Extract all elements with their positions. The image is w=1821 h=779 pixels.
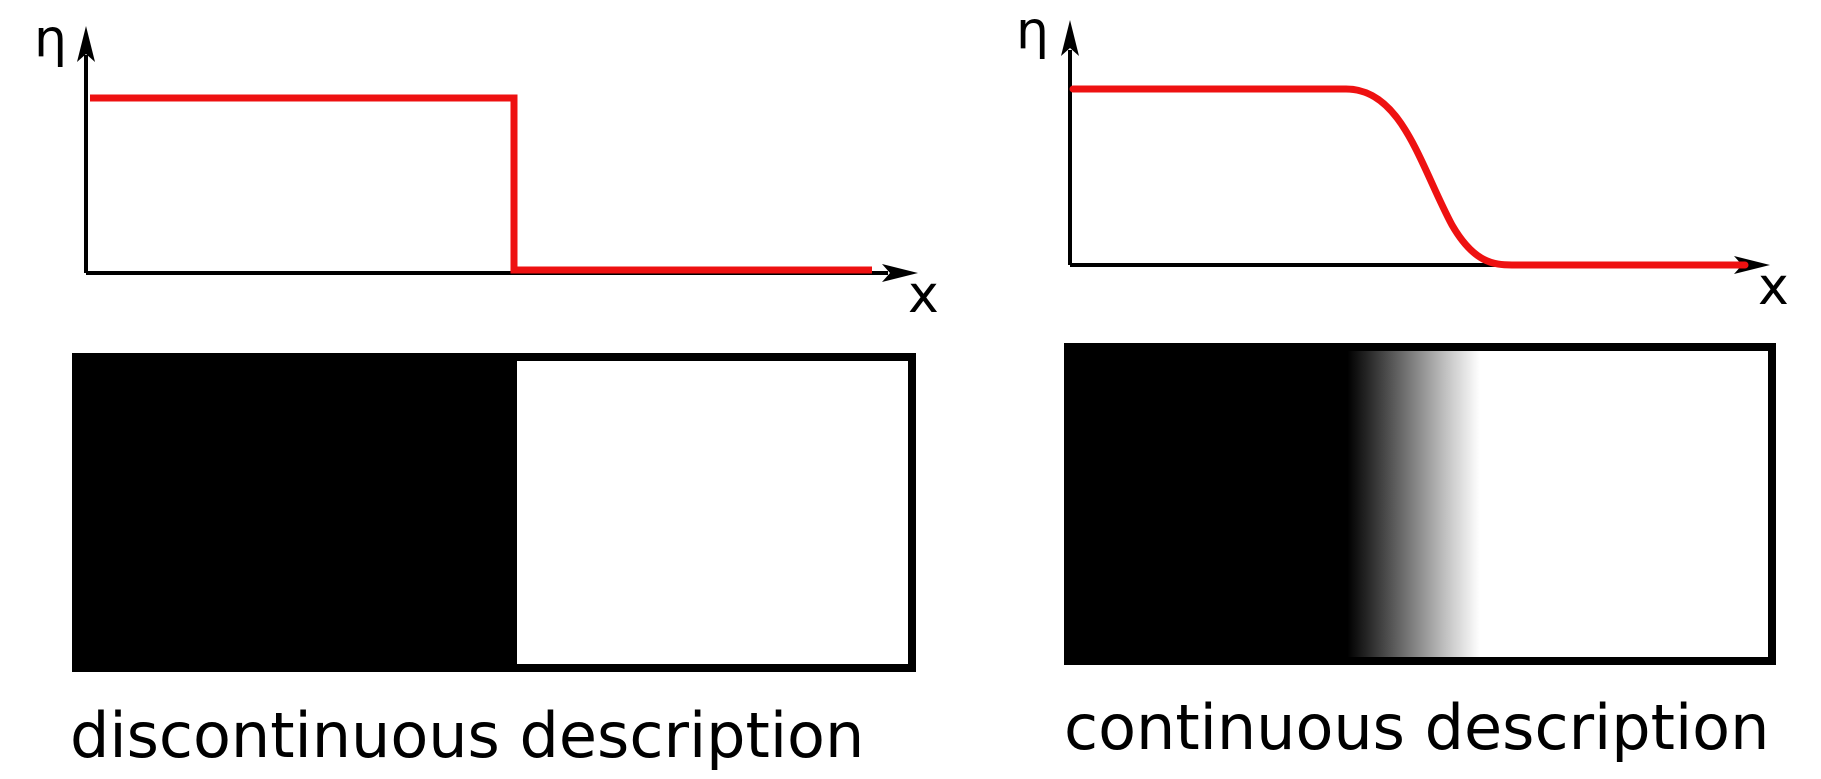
left-strip-dark-region [76, 357, 517, 668]
right-y-arrowhead [1061, 20, 1079, 56]
right-strip-border [1064, 343, 1776, 665]
left-plot: η x [34, 9, 939, 325]
left-x-arrowhead [882, 264, 918, 282]
left-phase-strip [72, 353, 916, 672]
discontinuous-panel: η x discontinuous description [34, 9, 939, 772]
right-x-axis-label: x [1758, 257, 1789, 317]
right-phase-strip [1064, 343, 1776, 665]
left-y-axis-label: η [34, 9, 67, 69]
right-y-axis-label: η [1016, 1, 1049, 61]
right-plot: η x [1016, 1, 1789, 317]
right-caption: continuous description [1064, 691, 1769, 764]
left-x-axis-label: x [908, 265, 939, 325]
left-step-curve [90, 94, 872, 274]
left-caption: discontinuous description [70, 699, 864, 772]
right-x-arrowhead [1734, 256, 1770, 274]
continuous-panel: η x continuous description [1016, 1, 1789, 764]
right-strip-gradient-fill [1068, 347, 1772, 661]
left-y-arrowhead [77, 26, 95, 62]
left-strip-border [72, 353, 916, 672]
right-smooth-curve [1069, 85, 1749, 269]
